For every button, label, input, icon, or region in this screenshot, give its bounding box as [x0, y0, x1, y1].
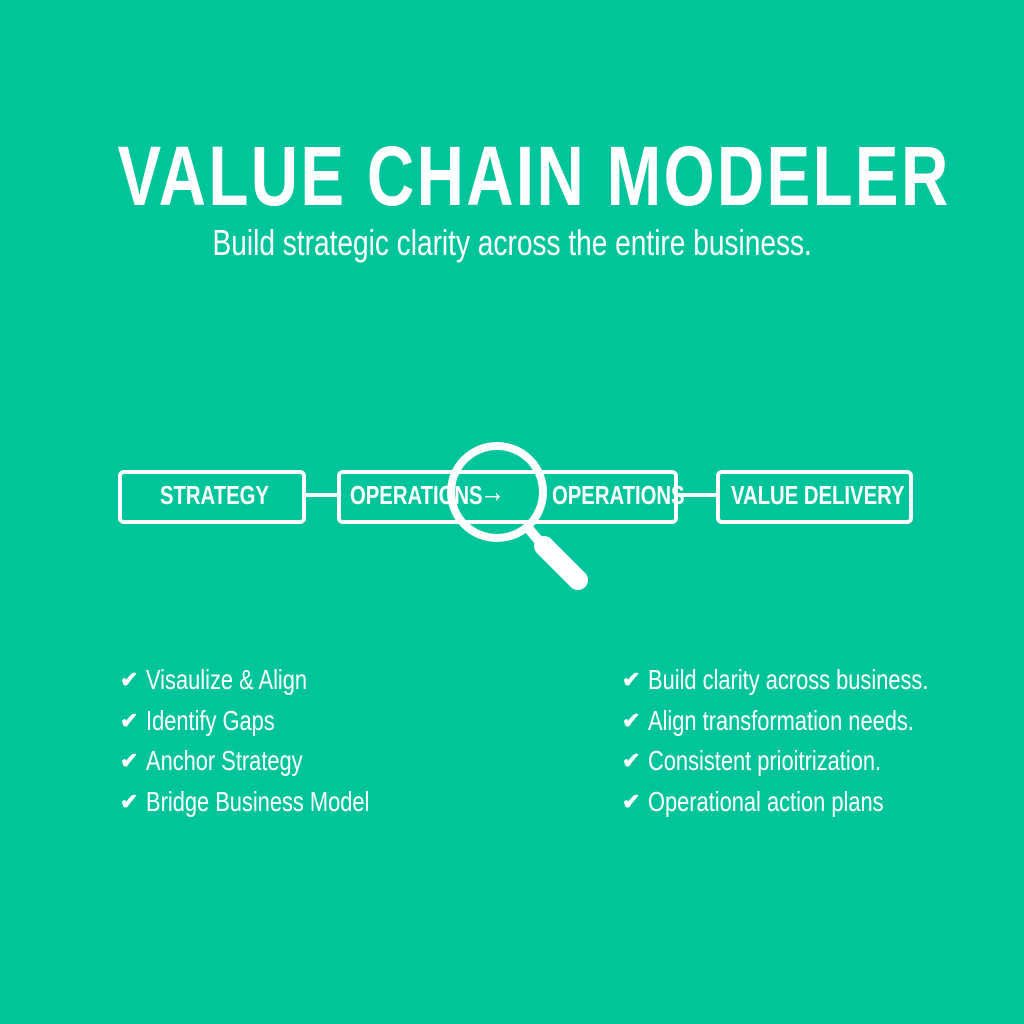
list-item: ✔Visaulize & Align: [120, 660, 432, 701]
list-item: ✔Bridge Business Model: [120, 782, 432, 823]
list-item: ✔Align transformation needs.: [622, 701, 1007, 742]
page-subtitle: Build strategic clarity across the entir…: [212, 222, 812, 263]
arrow-icon: →: [480, 473, 505, 509]
stage-label-operations: OPERATIONS: [350, 480, 483, 510]
list-item: ✔Operational action plans: [622, 782, 1007, 823]
check-icon: ✔: [622, 788, 641, 814]
list-item: ✔Anchor Strategy: [120, 741, 432, 782]
left-feature-list: ✔Visaulize & Align ✔Identify Gaps ✔Ancho…: [120, 660, 432, 822]
check-icon: ✔: [622, 748, 641, 774]
list-item: ✔Identify Gaps: [120, 701, 432, 742]
list-item: ✔Consistent prioitrization.: [622, 741, 1007, 782]
page-title: VALUE CHAIN MODELER: [117, 129, 951, 223]
check-icon: ✔: [120, 748, 139, 774]
connector: [304, 493, 339, 497]
stage-label-value-delivery: VALUE DELIVERY: [731, 480, 905, 510]
check-icon: ✔: [622, 707, 641, 733]
stage-label-strategy: STRATEGY: [160, 480, 269, 510]
check-icon: ✔: [120, 707, 139, 733]
check-icon: ✔: [120, 667, 139, 693]
strategy-box: [118, 470, 306, 524]
value-delivery-box: [716, 470, 913, 524]
operations-box: [337, 470, 678, 524]
connector: [676, 493, 718, 497]
check-icon: ✔: [120, 788, 139, 814]
stage-label-operations-2: OPERATIONS: [552, 480, 685, 510]
list-item: ✔Build clarity across business.: [622, 660, 1007, 701]
check-icon: ✔: [622, 667, 641, 693]
right-feature-list: ✔Build clarity across business. ✔Align t…: [622, 660, 1007, 822]
